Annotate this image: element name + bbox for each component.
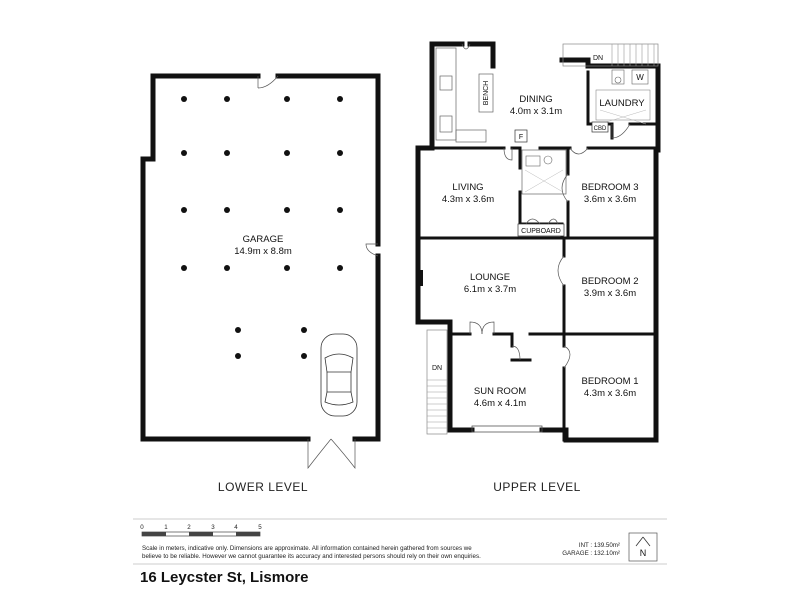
cbd-box — [591, 121, 609, 133]
lounge-size: 6.1m x 3.7m — [464, 284, 516, 295]
fireplace — [418, 270, 423, 286]
garage-front-doors — [307, 438, 356, 470]
cupboard-box — [517, 223, 565, 237]
upper-level-label: UPPER LEVEL — [493, 480, 581, 494]
kitchen-fixtures: BENCH — [435, 47, 494, 143]
fridge-box — [514, 129, 528, 143]
dining-size: 4.0m x 3.1m — [510, 106, 562, 117]
bedroom3-name: BEDROOM 3 — [581, 182, 638, 193]
lower-level-plan: GARAGE 14.9m x 8.8m LOWER LEVEL — [140, 73, 381, 494]
scale-tick-2: 2 — [187, 524, 191, 531]
scale-tick-1: 1 — [164, 524, 168, 531]
bench-label: BENCH — [483, 81, 490, 106]
garage-top-door-swing — [257, 75, 279, 89]
garage-side-door-swing — [365, 243, 379, 257]
bathroom-fixtures — [521, 69, 651, 195]
upper-door-swings — [461, 43, 631, 369]
sunroom-size: 4.6m x 4.1m — [474, 398, 526, 409]
left-stairs-dn-label: DN — [432, 365, 442, 372]
sunroom-window — [471, 425, 543, 433]
property-address: 16 Leycster St, Lismore — [140, 569, 308, 586]
lower-level-label: LOWER LEVEL — [218, 480, 308, 494]
garage-walls — [140, 73, 311, 442]
car-icon — [320, 333, 358, 417]
garage-size: 14.9m x 8.8m — [234, 246, 292, 257]
washer-label: W — [636, 73, 644, 82]
sunroom-name: SUN ROOM — [474, 386, 526, 397]
bedroom3-size: 3.6m x 3.6m — [584, 194, 636, 205]
bedroom1-name: BEDROOM 1 — [581, 376, 638, 387]
bedroom2-name: BEDROOM 2 — [581, 276, 638, 287]
dining-name: DINING — [519, 94, 552, 105]
top-stairs: DN — [562, 43, 659, 67]
lounge-name: LOUNGE — [470, 272, 510, 283]
garage-walls-right — [352, 253, 381, 442]
bedroom2-size: 3.9m x 3.6m — [584, 288, 636, 299]
compass-icon: N — [628, 532, 658, 562]
upper-level-plan: DN BENCH — [415, 41, 661, 494]
garage-posts — [181, 96, 343, 359]
left-stairs: DN — [426, 329, 448, 435]
cbd-label: CBD — [594, 126, 607, 132]
disclaimer-line-2: believe to be reliable. However we canno… — [142, 553, 481, 560]
cupboard-label: CUPBOARD — [521, 228, 561, 235]
garage-walls-top — [275, 73, 381, 247]
compass-label: N — [640, 548, 647, 558]
top-stairs-dn-label: DN — [593, 55, 603, 62]
garage-area: GARAGE : 132.10m² — [562, 550, 620, 557]
garage-name: GARAGE — [243, 234, 284, 245]
upper-exterior-wall-right — [553, 57, 661, 443]
living-size: 4.3m x 3.6m — [442, 194, 494, 205]
scale-tick-4: 4 — [234, 524, 238, 531]
bedroom1-size: 4.3m x 3.6m — [584, 388, 636, 399]
fridge-label: F — [519, 134, 523, 141]
int-area: INT : 139.50m² — [579, 542, 620, 549]
footer: 0 1 2 3 4 5 Scale in meters, indicative … — [133, 518, 667, 586]
scale-tick-3: 3 — [211, 524, 215, 531]
scale-bar: 0 1 2 3 4 5 — [140, 524, 262, 537]
scale-tick-0: 0 — [140, 524, 144, 531]
laundry-name: LAUNDRY — [599, 98, 645, 109]
disclaimer-line-1: Scale in meters, indicative only. Dimens… — [142, 545, 472, 552]
scale-tick-5: 5 — [258, 524, 262, 531]
living-name: LIVING — [452, 182, 483, 193]
